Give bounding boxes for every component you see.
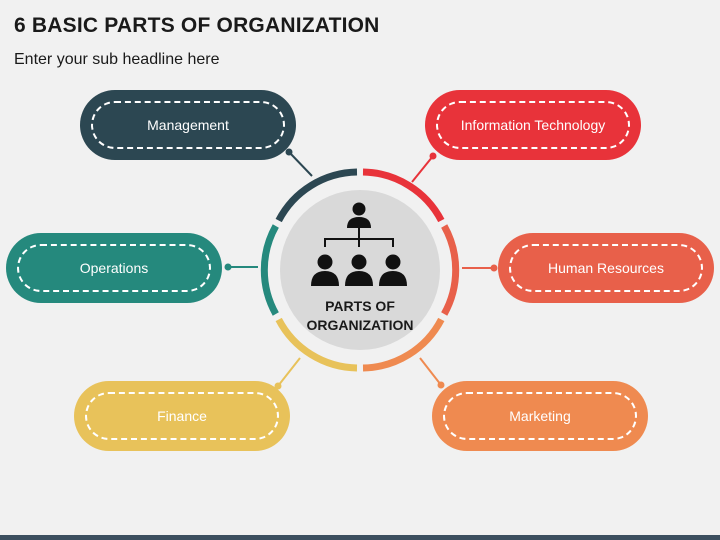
page-subtitle: Enter your sub headline here: [14, 51, 220, 68]
part-pill-marketing: Marketing: [432, 381, 648, 451]
dashed-border: [17, 244, 211, 292]
connector-information-technology: [411, 155, 434, 183]
part-label-finance: Finance: [157, 408, 207, 424]
part-pill-human-resources: Human Resources: [498, 233, 714, 303]
bottom-bar: [0, 535, 720, 540]
page-title: 6 BASIC PARTS OF ORGANIZATION: [14, 14, 380, 37]
part-pill-management: Management: [80, 90, 296, 160]
part-label-human-resources: Human Resources: [548, 260, 664, 276]
dashed-border: [509, 244, 703, 292]
dashed-border: [436, 101, 630, 149]
part-label-operations: Operations: [79, 260, 149, 276]
dashed-border: [91, 101, 285, 149]
ring-segment-human-resources: [441, 224, 460, 316]
connector-management: [288, 151, 313, 177]
connector-dot-human-resources: [490, 264, 498, 272]
dashed-border: [443, 392, 637, 440]
center-label-line2: ORGANIZATION: [306, 317, 414, 333]
part-label-management: Management: [147, 117, 229, 133]
ring-segment-information-technology: [362, 168, 445, 223]
center-label-line1: PARTS OF: [325, 298, 395, 314]
part-pill-operations: Operations: [6, 233, 222, 303]
connector-dot-marketing: [437, 381, 445, 389]
center-circle: [280, 190, 440, 350]
ring-segment-operations: [260, 224, 279, 316]
connector-dot-information-technology: [429, 152, 437, 160]
ring-segment-finance: [275, 317, 358, 372]
part-label-marketing: Marketing: [509, 408, 571, 424]
connector-finance: [277, 357, 301, 387]
ring-segment-management: [275, 168, 358, 223]
ring-segment-marketing: [362, 317, 445, 372]
connector-dot-operations: [224, 263, 232, 271]
center-label: PARTS OF ORGANIZATION: [280, 297, 440, 335]
connector-dot-management: [285, 148, 293, 156]
part-pill-information-technology: Information Technology: [425, 90, 641, 160]
dashed-border: [85, 392, 279, 440]
connector-marketing: [419, 357, 442, 386]
org-chart-icon: [311, 202, 407, 286]
part-label-information-technology: Information Technology: [460, 117, 606, 133]
part-pill-finance: Finance: [74, 381, 290, 451]
